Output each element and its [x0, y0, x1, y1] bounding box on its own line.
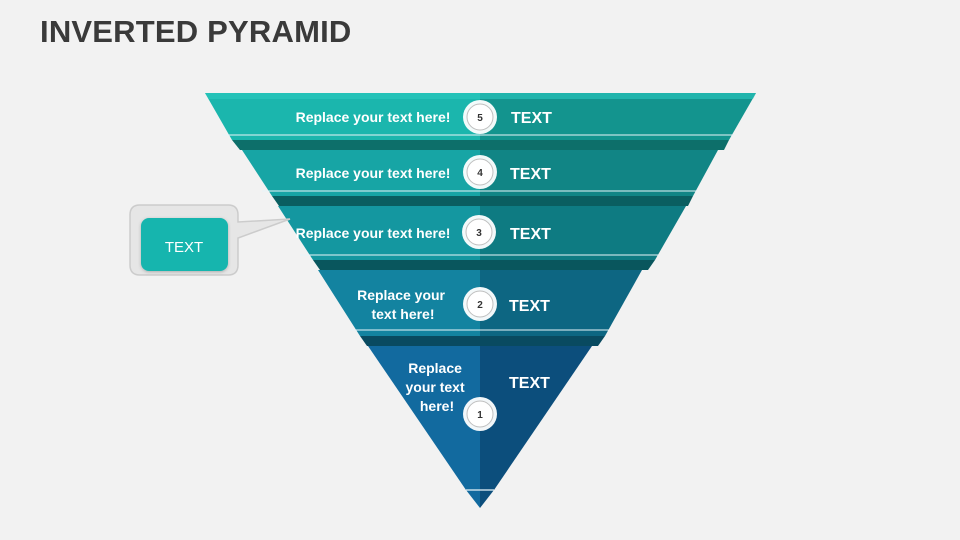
level-3-badge[interactable]: 3 [462, 215, 496, 249]
level-1-text: Replace your text here! [405, 360, 468, 414]
level-4-badge-inner [466, 158, 494, 186]
level-4-ledge [272, 196, 693, 206]
level-3-text: Replace your text here! [296, 225, 451, 241]
level-1-number: 1 [477, 410, 483, 421]
level-1-right-face [480, 346, 592, 508]
level-3-badge-inner [465, 218, 493, 246]
highlight-lines [222, 134, 734, 331]
level-5-badge-inner [466, 103, 494, 131]
level-5-right-face [480, 93, 756, 140]
level-4-badge[interactable]: 4 [463, 155, 497, 189]
level-5-left-face [205, 93, 480, 140]
level-2-number: 2 [477, 300, 483, 311]
level-3-ledge [313, 260, 655, 270]
level-5-text: Replace your text here! [296, 109, 451, 125]
level-1-left-face [368, 346, 480, 508]
level-5-top-edge [205, 93, 756, 99]
level-1-right-text: TEXT [509, 375, 550, 392]
level-1-badge[interactable]: 1 [463, 397, 497, 431]
level-4-right-face [480, 150, 718, 196]
level-4-text-line-1: Replace your text here! [296, 165, 451, 181]
level-1-text-line-2: your text [405, 379, 464, 395]
pyramid-level-4[interactable] [242, 150, 718, 206]
level-3-right-text: TEXT [510, 226, 551, 243]
callout[interactable]: TEXT [129, 204, 291, 276]
level-4-left-face [242, 150, 480, 196]
pyramid-level-5[interactable] [205, 93, 756, 150]
level-5-right-text: TEXT [511, 110, 552, 127]
level-5-text-line-1: Replace your text here! [296, 109, 451, 125]
level-2-right-face [480, 270, 642, 336]
level-4-number: 4 [477, 168, 483, 179]
level-1-text-line-1: Replace [408, 360, 462, 376]
level-5-badge[interactable]: 5 [463, 100, 497, 134]
level-2-text-line-1: Replace your [357, 287, 445, 303]
level-2-badge[interactable]: 2 [463, 287, 497, 321]
page-title: INVERTED PYRAMID [40, 14, 352, 49]
pyramid-level-1[interactable] [368, 346, 592, 508]
level-1-badge-inner [466, 400, 494, 428]
level-3-text-line-1: Replace your text here! [296, 225, 451, 241]
level-3-left-face [278, 206, 480, 260]
level-2-right-text: TEXT [509, 298, 550, 315]
level-2-text: Replace your text here! [357, 287, 449, 322]
level-2-left-face [318, 270, 480, 336]
level-3-number: 3 [476, 228, 482, 239]
pyramid-level-2[interactable] [318, 270, 642, 346]
level-2-text-line-2: text here! [371, 306, 434, 322]
pyramid-level-3[interactable] [278, 206, 686, 270]
callout-label: TEXT [165, 239, 203, 256]
level-4-text: Replace your text here! [296, 165, 451, 181]
level-5-ledge [232, 140, 729, 150]
level-1-text-line-3: here! [420, 398, 454, 414]
level-3-right-face [480, 206, 686, 260]
callout-box [141, 218, 228, 271]
level-2-ledge [360, 336, 605, 346]
level-2-badge-inner [466, 290, 494, 318]
level-4-right-text: TEXT [510, 166, 551, 183]
level-5-number: 5 [477, 113, 483, 124]
